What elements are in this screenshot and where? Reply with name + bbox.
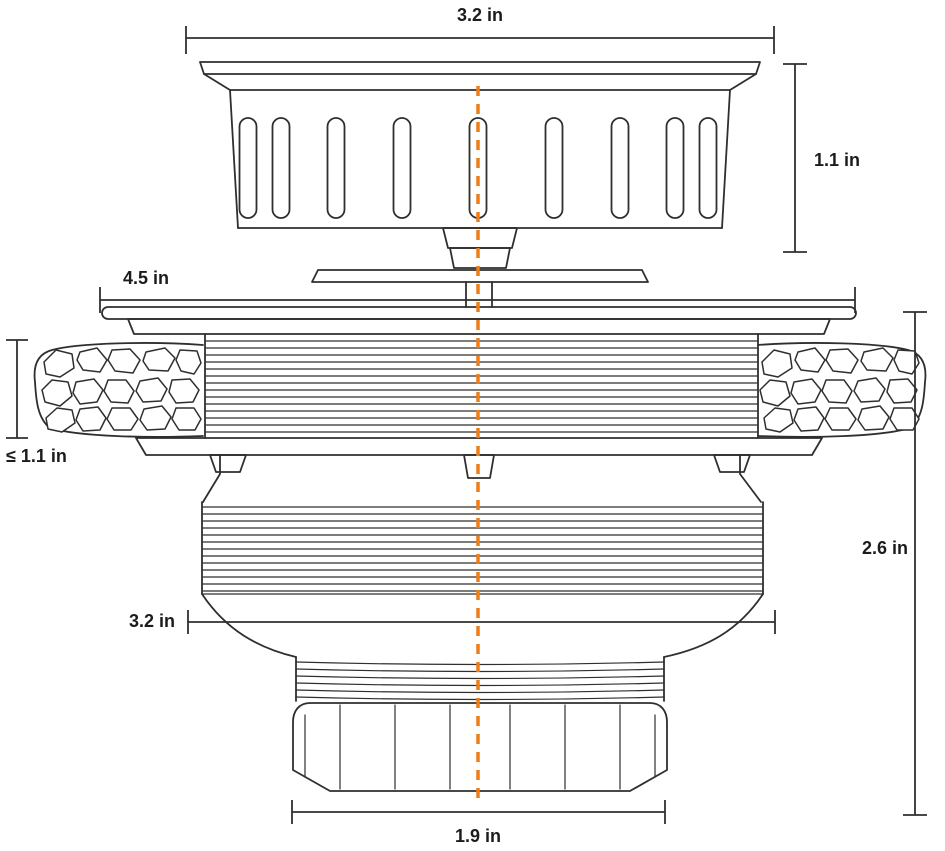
neck-threads (205, 340, 758, 433)
upper-threaded-neck (204, 333, 759, 439)
dim-label-basket-height: 1.1 in (814, 150, 860, 170)
basket-drain-slots (238, 117, 718, 219)
threaded-barrel (201, 501, 764, 658)
barrel-threads (202, 506, 763, 592)
deck-right-stone-texture (759, 347, 920, 433)
basket-hub-nut (442, 227, 518, 249)
dim-label-basket-top-width: 3.2 in (457, 5, 503, 25)
deck-left-outline (33, 342, 204, 438)
countertop-cross-section (33, 342, 927, 438)
lower-neck-threads (295, 661, 665, 701)
deck-left-stone-texture (41, 347, 202, 433)
lower-threaded-neck (295, 656, 665, 702)
dim-under-sink-height: 2.6 in (862, 311, 927, 816)
under-deck-collar (135, 437, 823, 503)
locknut (292, 702, 668, 792)
dim-flange-width: 4.5 in (99, 268, 856, 313)
dim-label-flange-width: 4.5 in (123, 268, 169, 288)
dim-label-deck-thickness: ≤ 1.1 in (6, 446, 67, 466)
dim-label-body-width: 3.2 in (129, 611, 175, 631)
dim-basket-top-width: 3.2 in (185, 5, 775, 54)
basket-rim (199, 61, 761, 75)
dim-basket-height: 1.1 in (783, 63, 860, 253)
dim-label-locknut-width: 1.9 in (455, 826, 501, 846)
dim-locknut-width: 1.9 in (291, 800, 666, 846)
washer-plate (311, 269, 649, 308)
locknut-facets (304, 704, 656, 790)
dim-body-width: 3.2 in (129, 610, 776, 634)
dim-deck-thickness: ≤ 1.1 in (6, 339, 67, 466)
dim-label-under-sink-height: 2.6 in (862, 538, 908, 558)
strainer-basket (199, 61, 761, 269)
deck-right-outline (757, 342, 927, 438)
